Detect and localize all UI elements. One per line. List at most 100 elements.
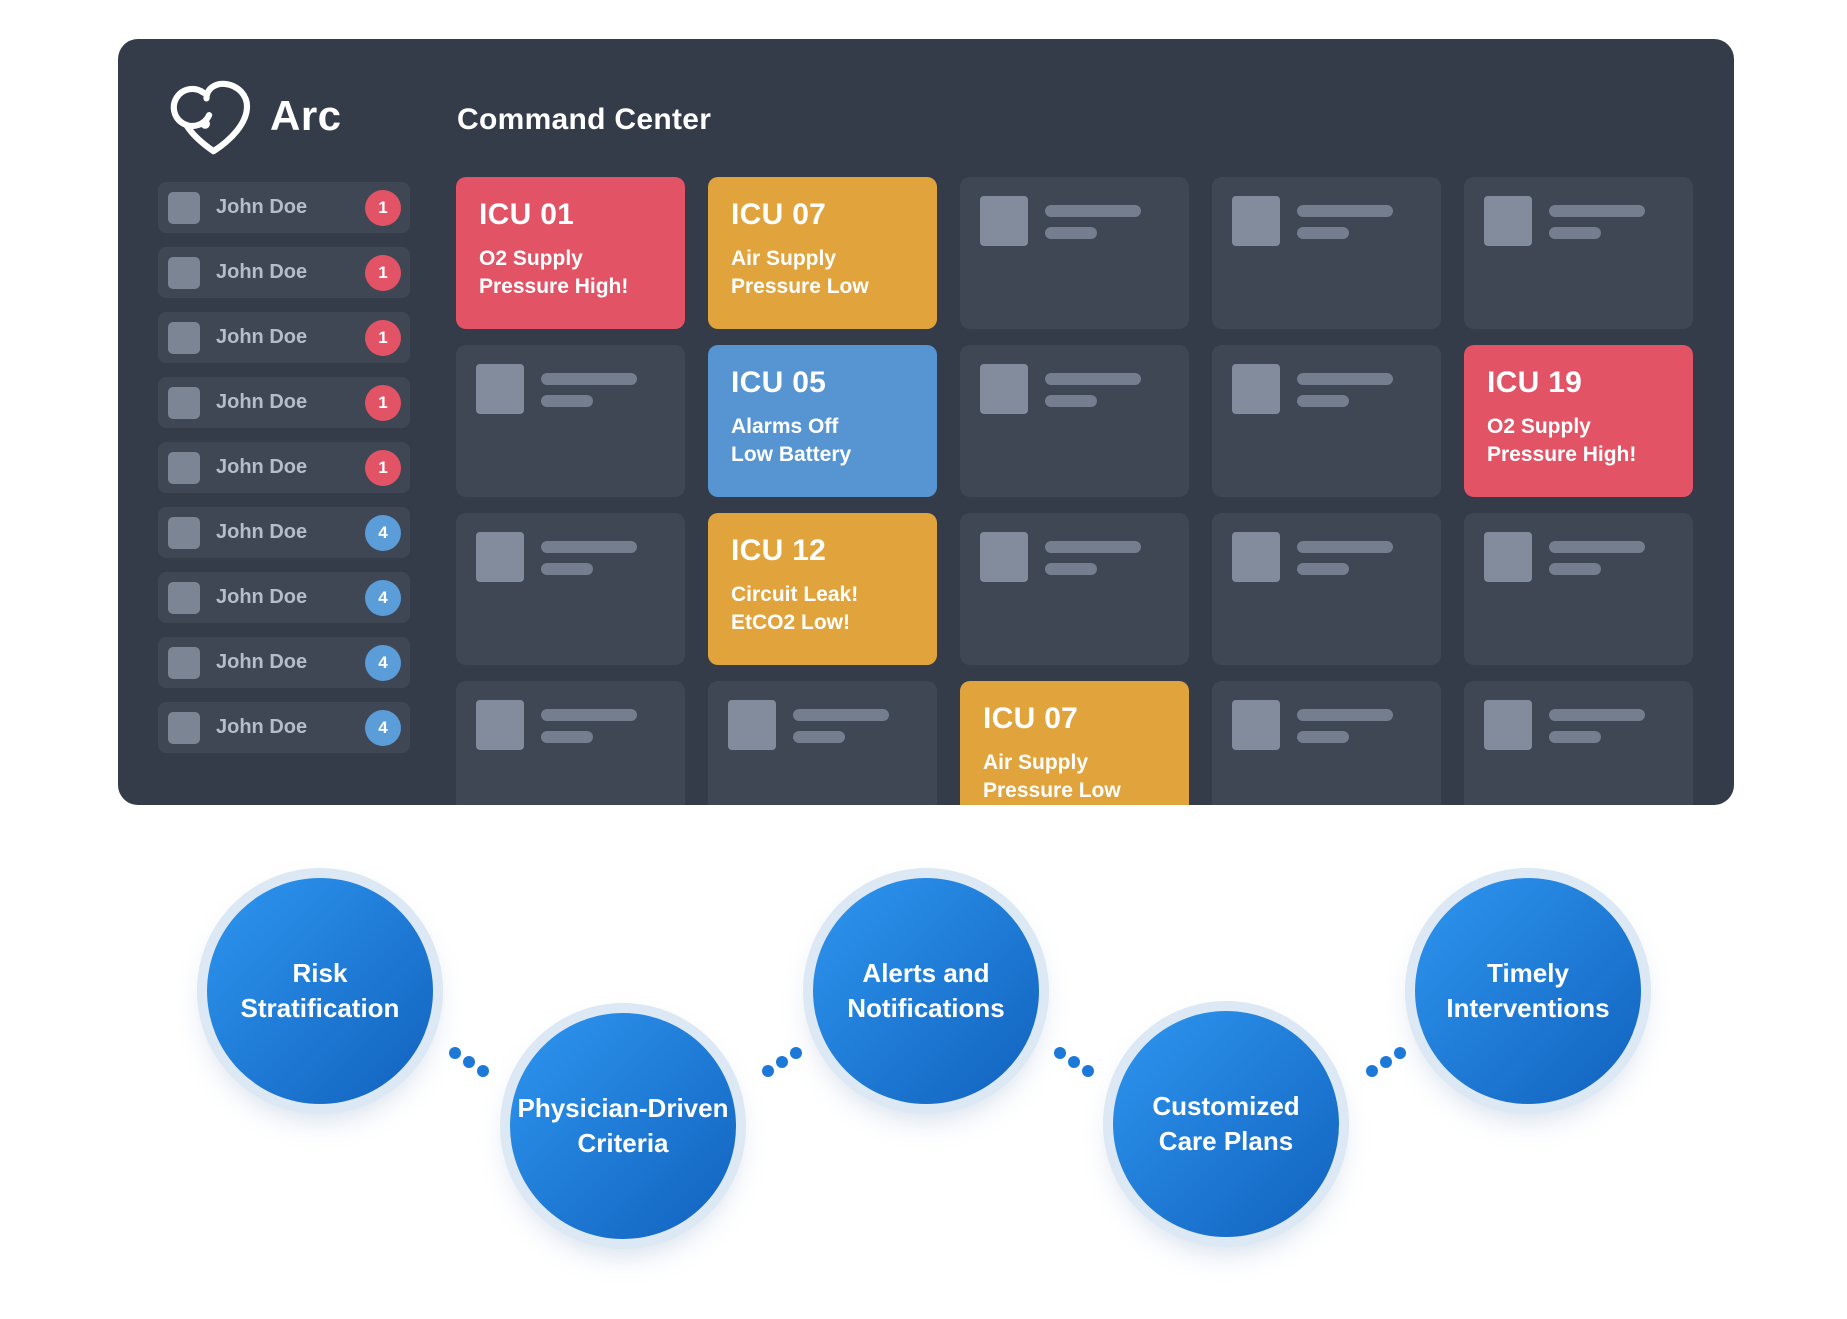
alert-count-badge: 1 — [365, 319, 401, 356]
icu-placeholder-card[interactable] — [1464, 177, 1693, 329]
patient-name: John Doe — [216, 196, 308, 218]
icu-placeholder-card[interactable] — [708, 681, 937, 805]
icu-placeholder-card[interactable] — [960, 345, 1189, 497]
connector-dot — [463, 1056, 475, 1068]
skeleton-line — [541, 373, 637, 385]
icu-placeholder-card[interactable] — [960, 177, 1189, 329]
icu-placeholder-card[interactable] — [960, 513, 1189, 665]
icu-unit-label: ICU 07 — [983, 702, 1079, 735]
connector-dot — [1068, 1056, 1080, 1068]
process-step-label: Criteria — [577, 1128, 669, 1158]
skeleton-line — [1549, 541, 1645, 553]
process-step-label: Care Plans — [1158, 1126, 1294, 1156]
alert-count-badge: 4 — [365, 579, 401, 616]
connector-dot — [790, 1047, 802, 1059]
patient-name: John Doe — [216, 261, 308, 283]
brand-name: Arc — [270, 92, 342, 139]
skeleton-line — [1297, 563, 1349, 575]
process-step-label: Notifications — [847, 993, 1005, 1023]
skeleton-avatar — [1232, 364, 1280, 414]
patient-name: John Doe — [216, 521, 308, 543]
icu-placeholder-card[interactable] — [1212, 177, 1441, 329]
patient-avatar — [168, 451, 200, 484]
patient-avatar — [168, 581, 200, 614]
page-title: Command Center — [457, 103, 712, 136]
alert-count-badge: 4 — [365, 514, 401, 551]
icu-unit-label: ICU 12 — [731, 534, 827, 567]
skeleton — [1232, 700, 1421, 750]
icu-placeholder-card[interactable] — [456, 681, 685, 805]
skeleton-line — [1045, 541, 1141, 553]
skeleton-avatar — [1232, 532, 1280, 582]
patient-avatar — [168, 386, 200, 419]
patient-row[interactable]: John Doe 1 — [158, 182, 410, 233]
connector-dot — [449, 1047, 461, 1059]
skeleton — [980, 532, 1169, 582]
skeleton-lines — [541, 532, 637, 582]
skeleton-line — [793, 709, 889, 721]
patient-row[interactable]: John Doe 4 — [158, 507, 410, 558]
skeleton — [476, 364, 665, 414]
skeleton-lines — [1045, 196, 1141, 246]
icu-placeholder-card[interactable] — [1464, 681, 1693, 805]
connector-dot — [1380, 1056, 1392, 1068]
connector-dot — [776, 1056, 788, 1068]
skeleton-avatar — [1232, 196, 1280, 246]
skeleton-line — [1297, 373, 1393, 385]
icu-placeholder-card[interactable] — [456, 513, 685, 665]
skeleton-line — [1297, 395, 1349, 407]
icu-unit-label: ICU 07 — [731, 198, 827, 231]
process-step-label: Risk — [292, 957, 348, 988]
skeleton-line — [1549, 731, 1601, 743]
skeleton-avatar — [980, 364, 1028, 414]
icu-placeholder-card[interactable] — [1212, 345, 1441, 497]
icu-placeholder-card[interactable] — [1464, 513, 1693, 665]
skeleton-line — [541, 395, 593, 407]
alert-count-badge: 1 — [365, 189, 401, 226]
skeleton-avatar — [1232, 700, 1280, 750]
process-step-label: Customized — [1152, 1090, 1300, 1121]
patient-name: John Doe — [216, 391, 308, 413]
skeleton-avatar — [980, 196, 1028, 246]
skeleton — [1484, 532, 1673, 582]
icu-unit-label: ICU 05 — [731, 366, 827, 399]
skeleton-line — [1297, 541, 1393, 553]
skeleton-line — [1045, 205, 1141, 217]
skeleton-line — [1297, 227, 1349, 239]
icu-placeholder-card[interactable] — [1212, 681, 1441, 805]
patient-avatar — [168, 321, 200, 354]
skeleton-lines — [1297, 364, 1393, 414]
icu-alert-message: O2 Supply Pressure High! — [1487, 415, 1637, 466]
skeleton-line — [1297, 709, 1393, 721]
patient-avatar — [168, 516, 200, 549]
skeleton-line — [1297, 731, 1349, 743]
skeleton-avatar — [476, 700, 524, 750]
icu-placeholder-card[interactable] — [456, 345, 685, 497]
icu-placeholder-card[interactable] — [1212, 513, 1441, 665]
skeleton — [980, 196, 1169, 246]
skeleton — [1232, 532, 1421, 582]
connector-dot — [1082, 1065, 1094, 1077]
skeleton-line — [541, 563, 593, 575]
connector-dot — [1054, 1047, 1066, 1059]
process-step-label: Timely — [1487, 957, 1569, 988]
skeleton-lines — [1045, 364, 1141, 414]
process-step-label: Alerts and — [862, 957, 990, 988]
